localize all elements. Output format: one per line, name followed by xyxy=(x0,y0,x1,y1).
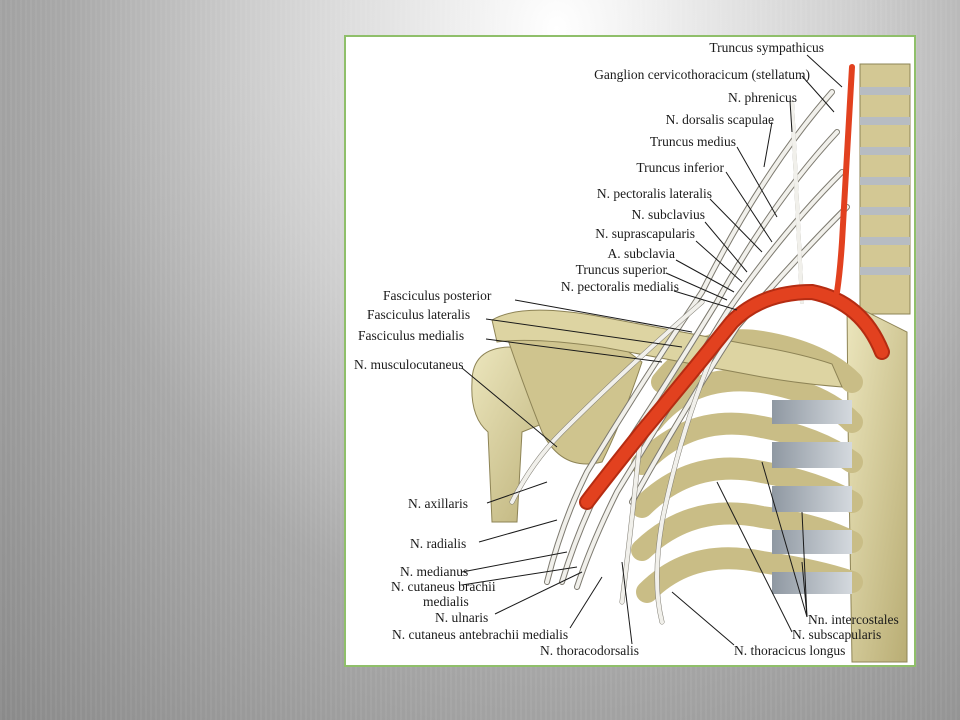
vertebral-column xyxy=(859,63,911,315)
label-n-pectoralis-medialis: N. pectoralis medialis xyxy=(561,279,679,294)
label-n-musculocutaneus: N. musculocutaneus xyxy=(354,357,463,372)
label-a-subclavia: A. subclavia xyxy=(608,246,675,261)
label-ganglion-stellatum: Ganglion cervicothoracicum (stellatum) xyxy=(594,67,810,82)
label-fasciculus-medialis: Fasciculus medialis xyxy=(358,328,464,343)
label-fasciculus-lateralis: Fasciculus lateralis xyxy=(367,307,470,322)
label-n-subclavius: N. subclavius xyxy=(632,207,706,222)
label-n-suprascapularis: N. suprascapularis xyxy=(595,226,695,241)
label-fasciculus-posterior: Fasciculus posterior xyxy=(383,288,492,303)
label-truncus-inferior: Truncus inferior xyxy=(636,160,724,175)
leader-lines xyxy=(461,54,843,646)
label-truncus-medius: Truncus medius xyxy=(650,134,736,149)
label-n-cutaneus-brachii: N. cutaneus brachii xyxy=(391,579,496,594)
label-n-medianus: N. medianus xyxy=(400,564,468,579)
label-n-phrenicus: N. phrenicus xyxy=(728,90,797,105)
label-n-thoracodorsalis: N. thoracodorsalis xyxy=(540,643,639,658)
brachial-plexus-illustration: Truncus sympathicus Ganglion cervicothor… xyxy=(354,40,911,663)
label-n-ulnaris: N. ulnaris xyxy=(435,610,488,625)
label-n-radialis: N. radialis xyxy=(410,536,466,551)
label-medialis: medialis xyxy=(423,594,469,609)
figure-labels: Truncus sympathicus Ganglion cervicothor… xyxy=(354,40,899,658)
label-truncus-sympathicus: Truncus sympathicus xyxy=(709,40,824,55)
label-truncus-superior: Truncus superior xyxy=(576,262,668,277)
label-n-axillaris: N. axillaris xyxy=(408,496,468,511)
label-n-pectoralis-lateralis: N. pectoralis lateralis xyxy=(597,186,712,201)
label-n-subscapularis: N. subscapularis xyxy=(792,627,881,642)
subclavian-artery xyxy=(579,64,890,510)
label-n-cutaneus-antebrachii: N. cutaneus antebrachii medialis xyxy=(392,627,568,642)
label-nn-intercostales: Nn. intercostales xyxy=(808,612,899,627)
label-n-thoracicus-longus: N. thoracicus longus xyxy=(734,643,845,658)
costal-cartilages xyxy=(772,400,852,594)
anatomy-figure: Truncus sympathicus Ganglion cervicothor… xyxy=(344,35,916,667)
label-n-dorsalis-scapulae: N. dorsalis scapulae xyxy=(666,112,774,127)
